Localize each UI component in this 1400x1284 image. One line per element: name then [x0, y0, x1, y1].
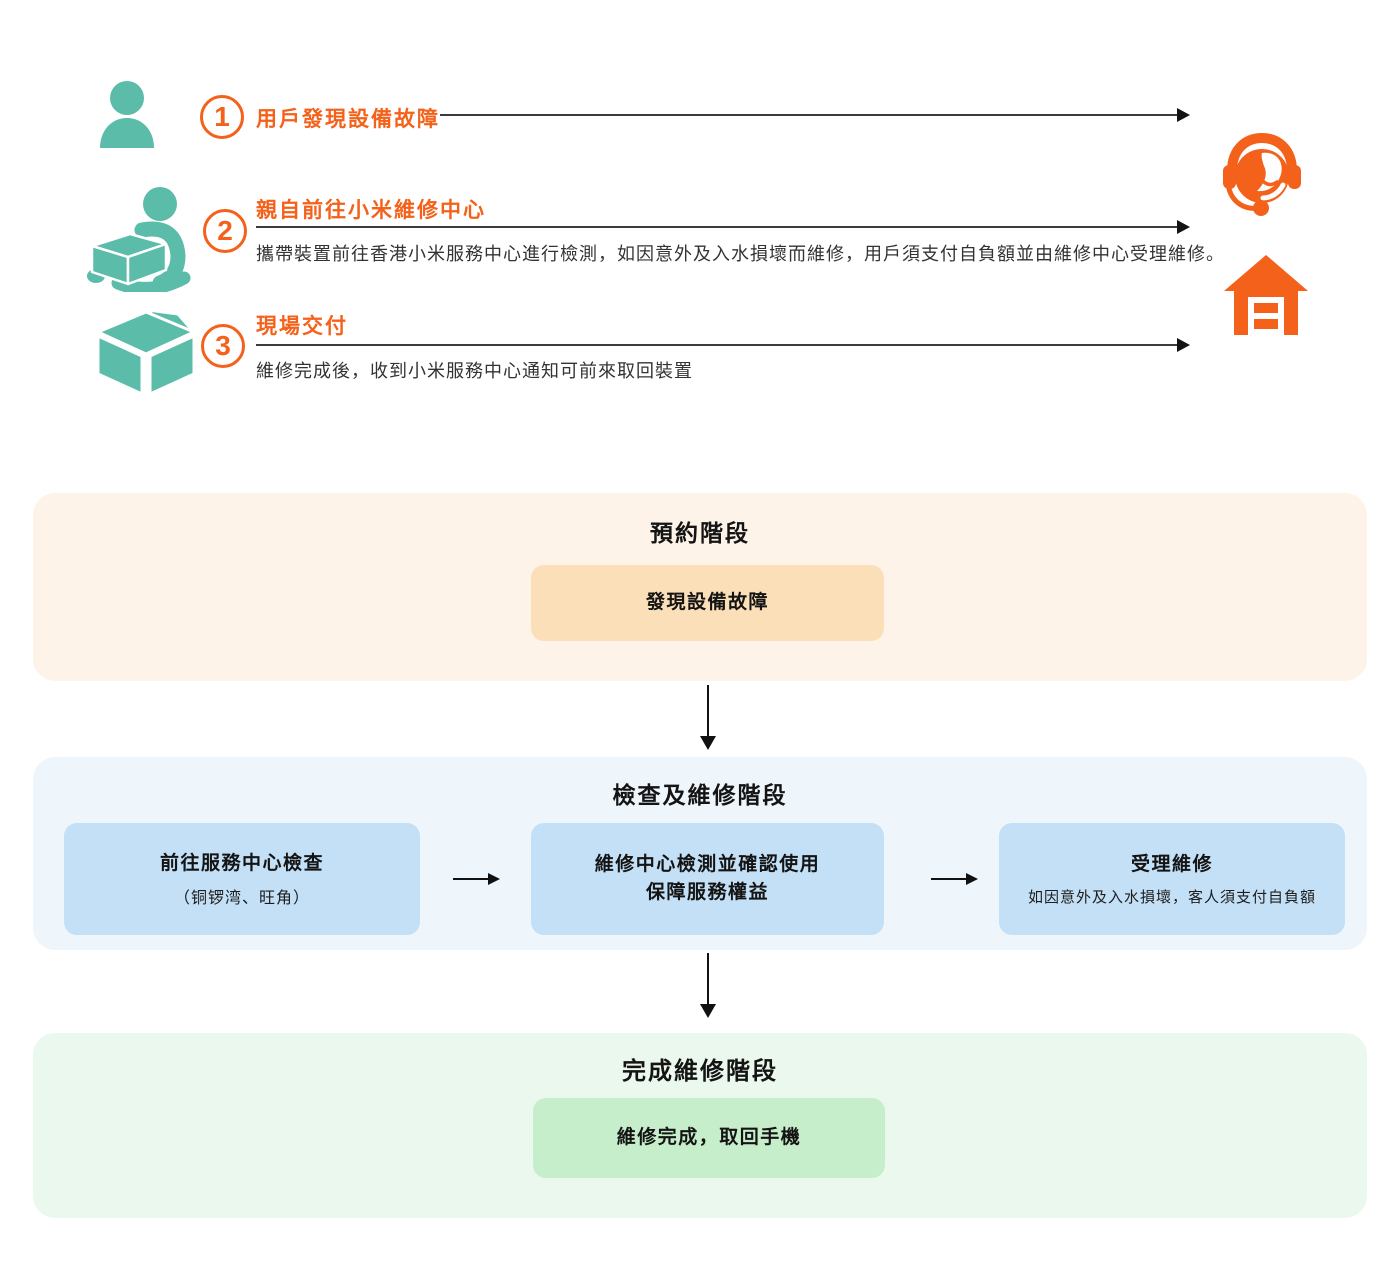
node-fault-found: 發現設備故障	[531, 565, 884, 641]
stage-complete-title: 完成維修階段	[622, 1058, 778, 1085]
node-visit-center-sub: （铜锣湾、旺角）	[173, 890, 310, 908]
service-store-icon	[1224, 255, 1308, 335]
stage-complete: 完成維修階段 維修完成，取回手機	[33, 1033, 1367, 1218]
node-center-confirm: 維修中心檢測並確認使用 保障服務權益	[531, 823, 884, 935]
node-visit-center-label: 前往服務中心檢查	[159, 852, 324, 874]
customer-service-icon	[1223, 132, 1301, 216]
stage-booking-title: 預約階段	[650, 520, 750, 546]
node-accept-repair-label: 受理維修	[1130, 854, 1213, 876]
stage-arrow-right-2	[931, 873, 978, 885]
step-1-arrow-line	[440, 108, 1190, 122]
user-icon	[100, 81, 154, 148]
step-3-title: 現場交付	[256, 315, 348, 338]
stage-booking: 預約階段 發現設備故障	[33, 493, 1367, 681]
step-3-number: 3	[201, 324, 245, 368]
node-accept-repair: 受理維修 如因意外及入水損壞，客人須支付自負額	[999, 823, 1345, 935]
node-repair-done-label: 維修完成，取回手機	[616, 1127, 802, 1149]
stage-inspection-title: 檢查及維修階段	[612, 782, 788, 808]
node-center-confirm-label: 維修中心檢測並確認使用 保障服務權益	[594, 854, 821, 903]
package-icon	[96, 308, 196, 394]
step-2-description: 攜帶裝置前往香港小米服務中心進行檢測，如因意外及入水損壞而維修，用戶須支付自負額…	[256, 244, 1225, 264]
step-3-arrow-line	[256, 338, 1190, 352]
node-visit-center: 前往服務中心檢查 （铜锣湾、旺角）	[64, 823, 420, 935]
node-accept-repair-sub: 如因意外及入水損壞，客人須支付自負額	[1027, 888, 1316, 906]
carry-box-icon	[87, 187, 191, 292]
step-2-title: 親自前往小米維修中心	[256, 199, 486, 222]
stage-arrow-right-1	[453, 873, 500, 885]
flow-arrow-down-2	[700, 953, 716, 1018]
stage-inspection: 檢查及維修階段 前往服務中心檢查 （铜锣湾、旺角） 維修中心檢測並確認使用 保障…	[33, 757, 1367, 950]
step-1-number: 1	[200, 95, 244, 139]
node-repair-done: 維修完成，取回手機	[533, 1098, 885, 1178]
node-fault-found-label: 發現設備故障	[645, 592, 769, 614]
step-2-number: 2	[203, 209, 247, 253]
step-1-title: 用戶發現設備故障	[256, 108, 440, 131]
flow-arrow-down-1	[700, 685, 716, 750]
step-3-description: 維修完成後，收到小米服務中心通知可前來取回裝置	[256, 361, 693, 381]
step-2-arrow-line	[256, 220, 1190, 234]
